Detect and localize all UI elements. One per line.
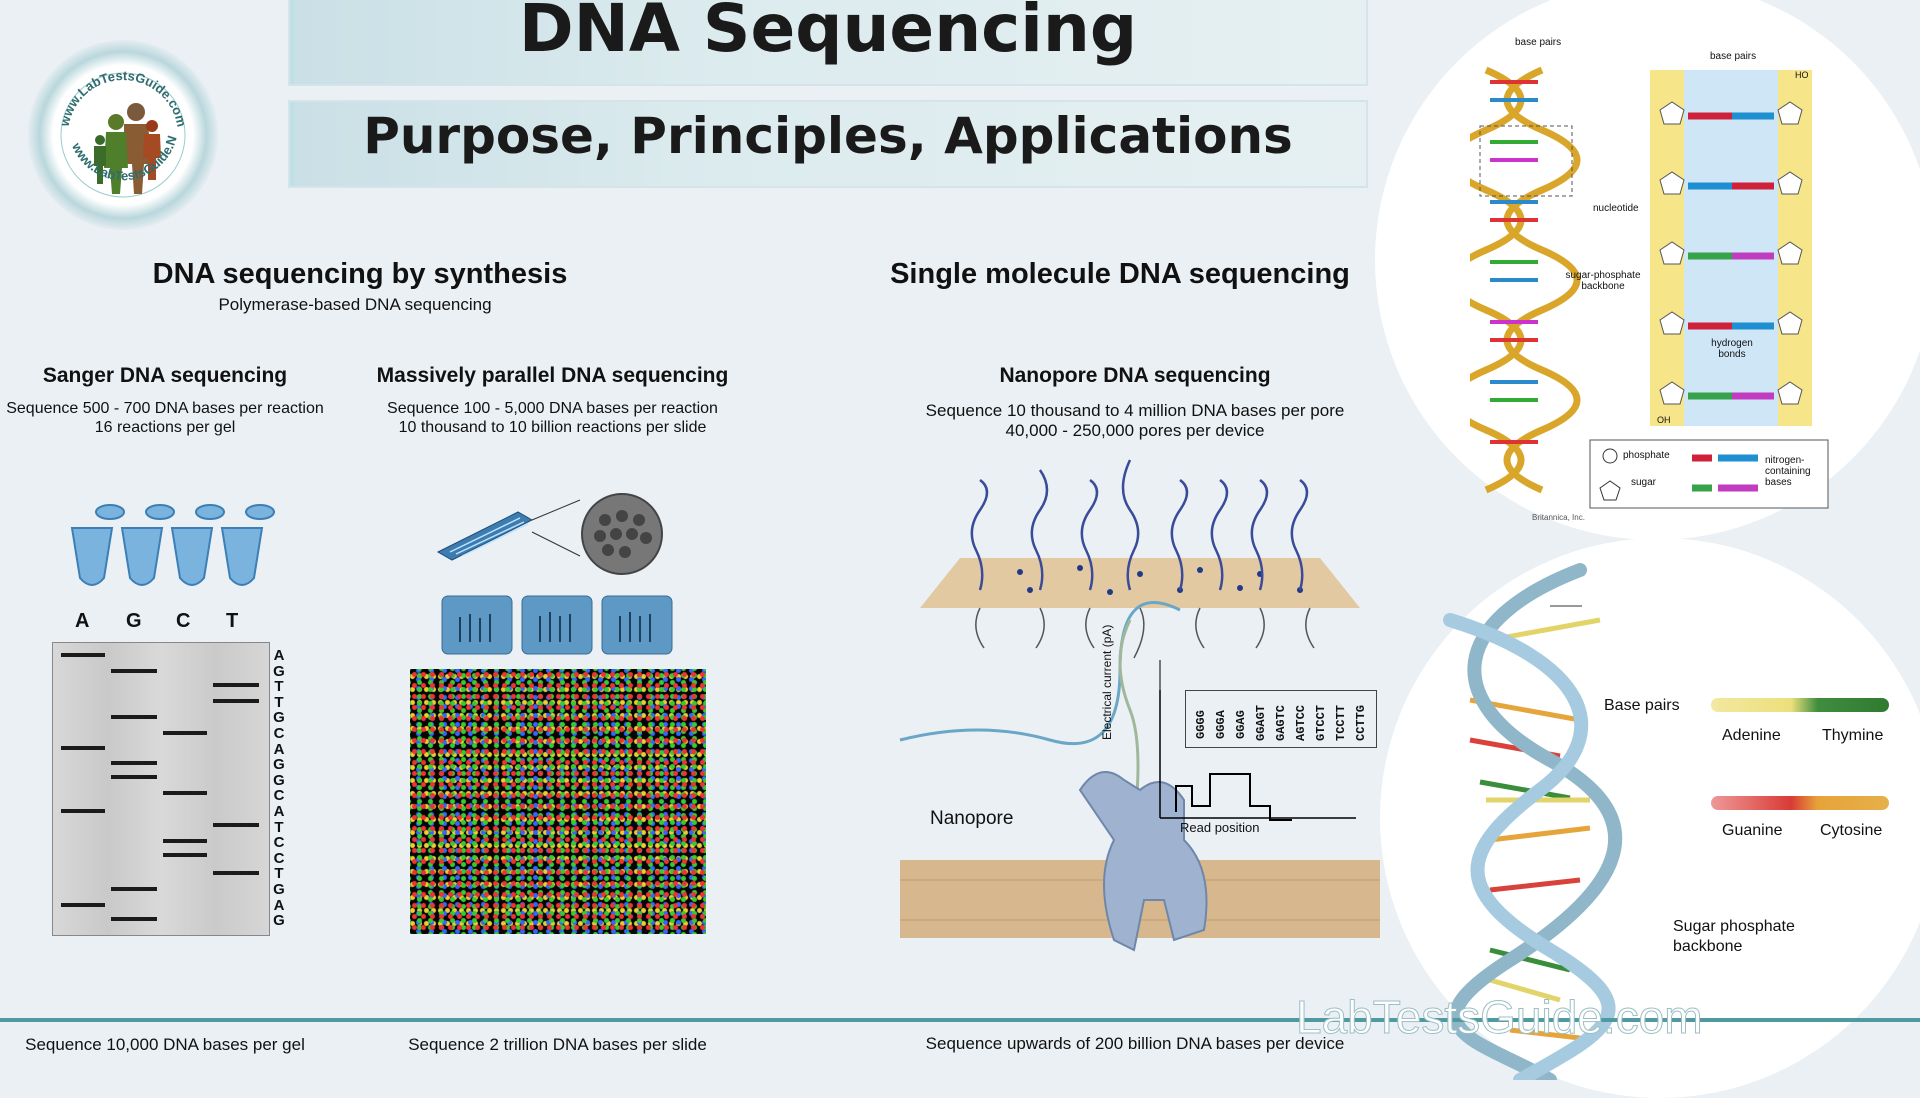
kmer-label: GGAGT — [1254, 704, 1268, 741]
read-base: G — [273, 771, 285, 789]
read-base: G — [273, 662, 285, 680]
kmer-label: GTCCT — [1314, 704, 1328, 741]
kmer-labels: GGGG GGGA GGAG GGAGT GAGTC AGTCC GTCCT T… — [1185, 690, 1377, 748]
synthesis-subtitle: Polymerase-based DNA sequencing — [218, 295, 492, 314]
read-base: G — [273, 709, 285, 727]
label-backbone: sugar-phosphate backbone — [1565, 270, 1641, 292]
subtitle-banner — [290, 102, 1366, 186]
read-base: A — [273, 740, 285, 758]
sanger-line-1: Sequence 500 - 700 DNA bases per reactio… — [6, 400, 324, 417]
single-molecule-title: Single molecule DNA sequencing — [890, 258, 1350, 290]
helix-base-pairs: Base pairs — [1604, 697, 1680, 714]
dna-helix-diagram — [1443, 563, 1623, 1080]
lane-label-c: C — [176, 610, 191, 632]
sanger-tubes — [70, 504, 275, 586]
page-subtitle: Purpose, Principles, Applications — [363, 107, 1293, 165]
read-base: A — [273, 896, 285, 914]
nanopore-line-2: 40,000 - 250,000 pores per device — [1005, 421, 1265, 440]
read-base: C — [273, 724, 285, 742]
kmer-label: GGAG — [1234, 710, 1248, 739]
dna-structure-diagram — [1470, 66, 1829, 509]
chart-x-axis-label: Read position — [1180, 820, 1260, 835]
sanger-title: Sanger DNA sequencing — [42, 364, 288, 387]
read-base: C — [273, 834, 285, 852]
read-base: A — [273, 647, 285, 664]
page-title: DNA Sequencing — [518, 0, 1138, 67]
synthesis-title: DNA sequencing by synthesis — [152, 258, 568, 290]
lane-label-t: T — [226, 610, 239, 632]
title-banner — [290, 0, 1366, 84]
nanopore-title: Nanopore DNA sequencing — [999, 364, 1271, 387]
read-base: T — [274, 818, 284, 836]
label-adenine: Adenine — [1722, 727, 1781, 744]
read-base: A — [273, 802, 285, 820]
lane-label-a: A — [75, 610, 90, 632]
adenine-thymine-bar — [1711, 698, 1889, 712]
kmer-label: AGTCC — [1294, 704, 1308, 741]
nanopore-label: Nanopore — [930, 808, 1014, 829]
nanopore-line-1: Sequence 10 thousand to 4 million DNA ba… — [925, 401, 1345, 420]
sanger-gel — [52, 642, 270, 936]
guanine-cytosine-bar — [1711, 796, 1889, 810]
label-cytosine: Cytosine — [1820, 822, 1883, 839]
label-guanine: Guanine — [1722, 822, 1783, 839]
label-ho: HO — [1795, 70, 1809, 80]
helix-backbone-line-2: backbone — [1673, 938, 1743, 955]
sequencing-cluster-image — [410, 669, 706, 934]
bottom-divider — [0, 1018, 1920, 1022]
read-base: T — [274, 693, 284, 711]
label-base-pairs: base pairs — [1515, 37, 1562, 48]
image-credit: Britannica, Inc. — [1532, 513, 1585, 522]
gel-bands — [61, 653, 259, 921]
parallel-line-2: 10 thousand to 10 billion reactions per … — [398, 419, 707, 436]
parallel-line-1: Sequence 100 - 5,000 DNA bases per react… — [387, 400, 718, 417]
nanopore-footer: Sequence upwards of 200 billion DNA base… — [925, 1034, 1345, 1053]
label-nucleotide: nucleotide — [1593, 203, 1639, 214]
read-base: C — [273, 787, 285, 805]
parallel-title: Massively parallel DNA sequencing — [376, 364, 729, 387]
flow-cell-illustration — [436, 493, 673, 655]
read-base: G — [273, 912, 285, 930]
kmer-label: GGGA — [1214, 710, 1228, 739]
helix-backbone-line-1: Sugar phosphate — [1673, 918, 1795, 935]
read-base: G — [273, 880, 285, 898]
watermark: LabTestsGuide.com — [1296, 991, 1704, 1044]
legend-sugar: sugar — [1631, 477, 1657, 488]
kmer-label: GGGG — [1194, 710, 1208, 739]
read-base: G — [273, 756, 285, 774]
parallel-footer: Sequence 2 trillion DNA bases per slide — [408, 1035, 707, 1054]
site-logo: www.LabTestsGuide.com www.LabTestsGuide.… — [24, 28, 218, 230]
read-base: T — [274, 865, 284, 883]
read-base: C — [273, 849, 285, 867]
nanopore-device-illustration — [899, 459, 1380, 952]
chart-y-axis-label: Electrical current (pA) — [1100, 624, 1114, 740]
read-base: T — [274, 678, 284, 696]
lane-label-g: G — [126, 610, 142, 632]
kmer-label: GAGTC — [1274, 704, 1288, 741]
legend-bases: nitrogen-containing bases — [1765, 455, 1811, 488]
label-thymine: Thymine — [1822, 727, 1884, 744]
sanger-line-2: 16 reactions per gel — [94, 419, 236, 436]
label-oh: OH — [1657, 415, 1671, 425]
sanger-footer: Sequence 10,000 DNA bases per gel — [25, 1035, 305, 1054]
kmer-label: TCCTT — [1334, 704, 1348, 741]
kmer-label: CCTTG — [1354, 704, 1368, 741]
label-base-pairs-2: base pairs — [1710, 51, 1757, 62]
family-icon: www.LabTestsGuide.com www.LabTestsGuide.… — [24, 28, 189, 198]
label-hydrogen-bonds: hydrogen bonds — [1711, 338, 1753, 360]
legend-phosphate: phosphate — [1623, 450, 1670, 461]
helix-backbone: Sugar phosphate backbone — [1673, 917, 1795, 957]
